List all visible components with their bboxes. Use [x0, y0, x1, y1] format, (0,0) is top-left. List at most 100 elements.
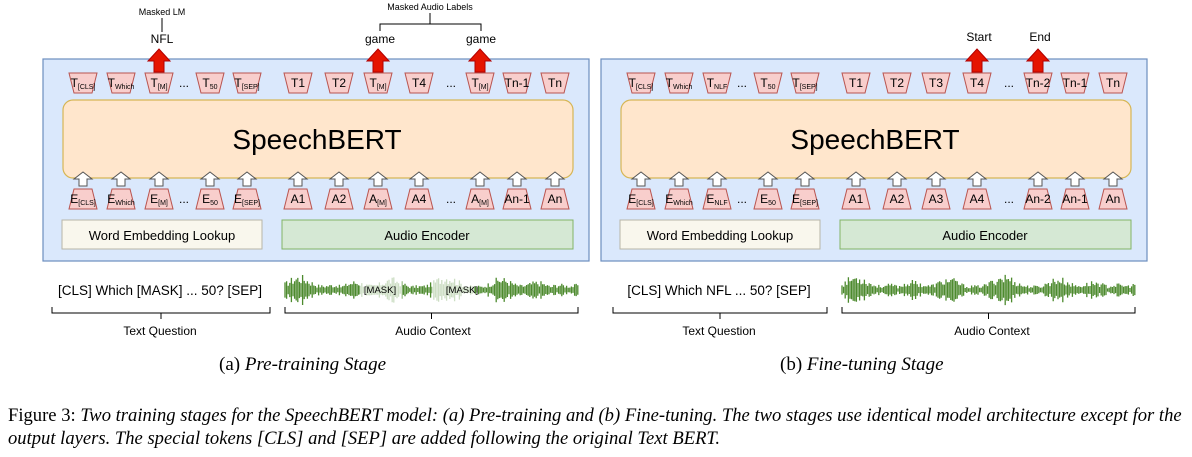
audio-context-bracket [284, 307, 579, 319]
audio-input-token [962, 188, 992, 210]
audio-input-token-label: A3 [929, 192, 944, 206]
input-arrow-icon [757, 171, 779, 187]
audio-input-token [404, 188, 434, 210]
masked-audio-arrow-icon [365, 48, 391, 73]
audio-output-token-label: T4 [412, 76, 426, 90]
text-output-token-label: T[SEP] [234, 76, 259, 91]
text-input-token [664, 188, 694, 210]
text-output-token-label: T[SEP] [792, 76, 817, 91]
text-input-token [232, 188, 262, 210]
text-output-token [232, 72, 262, 94]
text-question-label: Text Question [123, 324, 196, 338]
audio-encoder-label: Audio Encoder [384, 228, 470, 243]
audio-mask-tag: [MASK] [364, 285, 396, 296]
audio-output-token [404, 72, 434, 94]
end-label: End [1029, 30, 1050, 44]
audio-output-token-label: T2 [332, 76, 346, 90]
word-embedding-box [619, 219, 821, 250]
text-input-token-label: E[CLS] [70, 192, 96, 207]
caption-prefix: (b) [780, 354, 807, 375]
text-question-bracket [51, 307, 271, 319]
word-embedding-box [61, 219, 263, 250]
audio-input-token-label: A1 [291, 192, 306, 206]
text-output-token-label: TWhich [108, 76, 135, 91]
text-output-token-ellipsis: ... [179, 76, 189, 90]
audio-input-token [363, 188, 393, 210]
figure-label: Figure 3: [8, 405, 76, 426]
input-arrow-icon [706, 171, 728, 187]
audio-context-label: Audio Context [954, 324, 1030, 338]
text-input-token [68, 188, 98, 210]
input-arrow-icon [287, 171, 309, 187]
audio-input-token-label: A4 [970, 192, 985, 206]
text-input-token [753, 188, 783, 210]
audio-input-token [324, 188, 354, 210]
text-question-label: Text Question [682, 324, 755, 338]
audio-output-token-label: T2 [890, 76, 904, 90]
audio-input-token [1060, 188, 1090, 210]
input-arrow-icon [630, 171, 652, 187]
audio-input-token-label: A2 [890, 192, 905, 206]
audio-input-token [283, 188, 313, 210]
audio-output-token-label: T3 [929, 76, 943, 90]
audio-output-token-label: T1 [849, 76, 863, 90]
input-arrow-icon [72, 171, 94, 187]
speechbert-block [620, 99, 1132, 179]
text-output-token [144, 72, 174, 94]
text-output-token [753, 72, 783, 94]
text-output-token [106, 72, 136, 94]
text-question-bracket [612, 307, 828, 319]
text-input-token-label: EWhich [665, 192, 693, 207]
start-arrow-icon [964, 48, 990, 73]
masked-lm-arrow-icon [146, 48, 172, 73]
audio-input-token [502, 188, 532, 210]
text-input-token [195, 188, 225, 210]
text-input-token-label: E[CLS] [628, 192, 654, 207]
audio-input-token-label: An [1106, 192, 1121, 206]
input-arrow-icon [794, 171, 816, 187]
speechbert-label: SpeechBERT [790, 124, 959, 155]
audio-output-token [962, 72, 992, 94]
text-input-token-label: E50 [760, 192, 776, 207]
masked-audio-output: game [466, 32, 496, 46]
audio-input-token [841, 188, 871, 210]
audio-mask-tag: [MASK] [446, 285, 478, 296]
text-output-token-label: T[CLS] [629, 76, 654, 91]
text-output-token-label: T[CLS] [71, 76, 96, 91]
audio-input-token-label: A4 [412, 192, 427, 206]
end-arrow-icon [1025, 48, 1051, 73]
audio-context-bracket [841, 307, 1136, 319]
word-embedding-label: Word Embedding Lookup [89, 228, 235, 243]
figure-caption: Figure 3: Two training stages for the Sp… [8, 404, 1188, 450]
figure-caption-text: Two training stages for the SpeechBERT m… [8, 405, 1182, 449]
text-output-token [68, 72, 98, 94]
text-question-input: [CLS] Which NFL ... 50? [SEP] [627, 283, 810, 298]
audio-output-token-label: T[M] [471, 76, 488, 91]
input-arrow-icon [1102, 171, 1124, 187]
text-input-token [626, 188, 656, 210]
caption-prefix: (a) [219, 354, 245, 375]
text-input-token-ellipsis: ... [737, 192, 747, 206]
audio-output-token-label: T1 [291, 76, 305, 90]
text-output-token [195, 72, 225, 94]
audio-output-token [1060, 72, 1090, 94]
audio-output-token [363, 72, 393, 94]
text-input-token [106, 188, 136, 210]
input-arrow-icon [469, 171, 491, 187]
text-output-token-label: T[M] [150, 76, 167, 91]
audio-output-token [502, 72, 532, 94]
speechbert-diagram: SpeechBERT Word Embedding Lookup Audio Enc… [42, 2, 1148, 338]
text-output-token-label: TNLF [707, 76, 728, 91]
masked-audio-label: Masked Audio Labels [387, 2, 473, 12]
audio-output-token-label: Tn [548, 76, 562, 90]
input-arrow-icon [1027, 171, 1049, 187]
input-arrow-icon [408, 171, 430, 187]
text-output-token [626, 72, 656, 94]
text-input-token-label: E[M] [150, 192, 168, 207]
input-arrow-icon [1064, 171, 1086, 187]
audio-output-token-label: T[M] [369, 76, 386, 91]
masked-audio-output: game [365, 32, 395, 46]
text-output-token-label: T50 [760, 76, 775, 91]
